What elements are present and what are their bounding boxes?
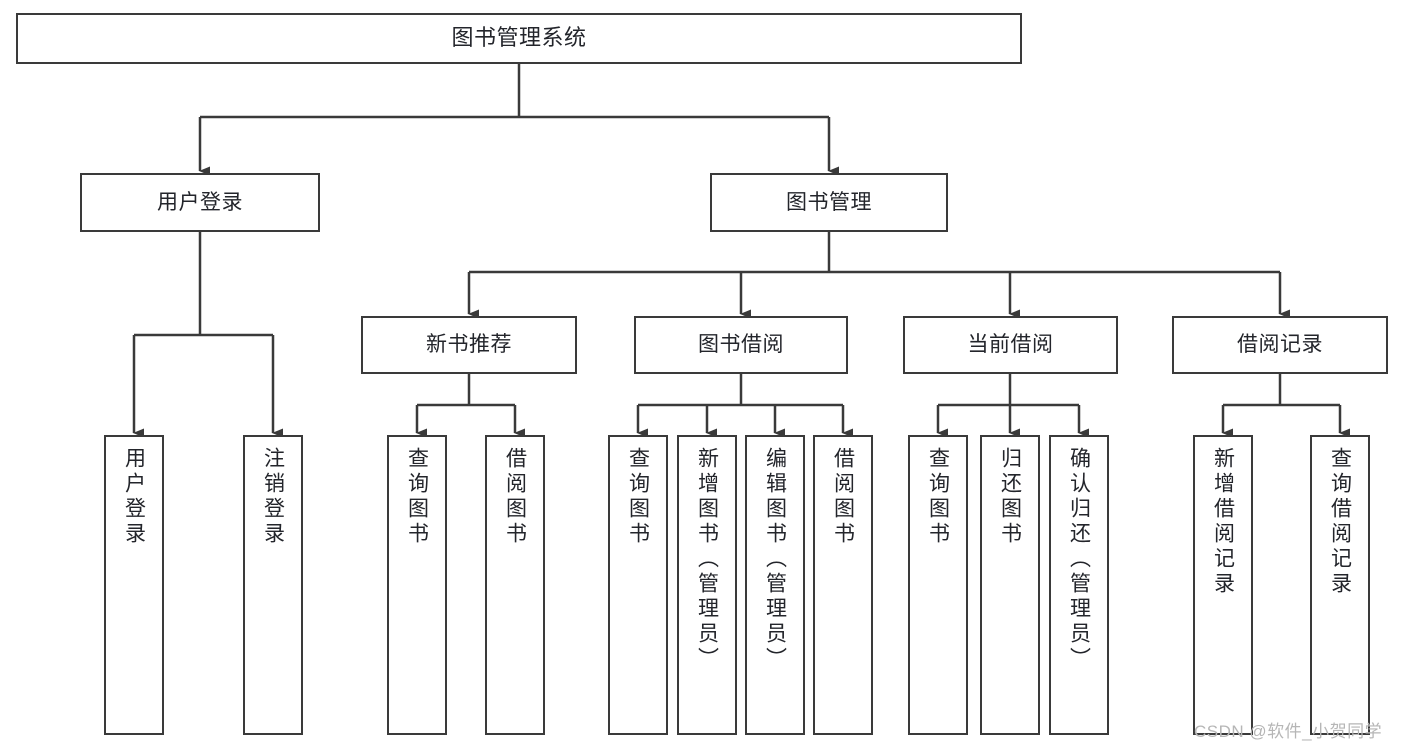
node-leaf-query-book-cur[interactable]: 查询图书 xyxy=(908,435,968,735)
node-leaf-add-book[interactable]: 新增图书（管理员） xyxy=(677,435,737,735)
node-label: 当前借阅 xyxy=(967,333,1054,357)
node-leaf-user-logout[interactable]: 注销登录 xyxy=(243,435,303,735)
node-label: 借阅图书 xyxy=(503,447,527,547)
node-label: 查询借阅记录 xyxy=(1328,447,1352,597)
node-leaf-query-book-rec[interactable]: 查询图书 xyxy=(387,435,447,735)
node-leaf-borrow-book-bor[interactable]: 借阅图书 xyxy=(813,435,873,735)
node-leaf-edit-book[interactable]: 编辑图书（管理员） xyxy=(745,435,805,735)
node-leaf-user-login[interactable]: 用户登录 xyxy=(104,435,164,735)
node-label: 新增借阅记录 xyxy=(1211,447,1235,597)
node-new-book-rec[interactable]: 新书推荐 xyxy=(361,316,577,374)
csdn-watermark: CSDN @软件_小贺同学 xyxy=(1194,722,1383,741)
node-root[interactable]: 图书管理系统 xyxy=(16,13,1022,64)
node-leaf-borrow-book-rec[interactable]: 借阅图书 xyxy=(485,435,545,735)
node-label: 图书借阅 xyxy=(698,333,784,357)
node-label: 图书管理 xyxy=(786,190,872,214)
node-book-borrow[interactable]: 图书借阅 xyxy=(634,316,848,374)
node-label: 用户登录 xyxy=(122,447,146,547)
node-leaf-confirm-return[interactable]: 确认归还（管理员） xyxy=(1049,435,1109,735)
node-leaf-add-record[interactable]: 新增借阅记录 xyxy=(1193,435,1253,735)
node-label: 借阅记录 xyxy=(1237,333,1323,357)
node-current-borrow[interactable]: 当前借阅 xyxy=(903,316,1118,374)
node-label: 新增图书（管理员） xyxy=(695,447,719,672)
node-leaf-query-record[interactable]: 查询借阅记录 xyxy=(1310,435,1370,735)
node-label: 查询图书 xyxy=(926,447,950,547)
node-label: 用户登录 xyxy=(157,190,243,214)
node-label: 查询图书 xyxy=(405,447,429,547)
node-label: 归还图书 xyxy=(998,447,1022,547)
node-borrow-record[interactable]: 借阅记录 xyxy=(1172,316,1388,374)
node-label: 确认归还（管理员） xyxy=(1067,447,1091,672)
node-label: 借阅图书 xyxy=(831,447,855,547)
node-label: 图书管理系统 xyxy=(451,25,587,51)
node-label: 编辑图书（管理员） xyxy=(763,447,787,672)
node-label: 查询图书 xyxy=(626,447,650,547)
node-label: 新书推荐 xyxy=(426,333,512,357)
node-leaf-return-book[interactable]: 归还图书 xyxy=(980,435,1040,735)
node-label: 注销登录 xyxy=(261,447,285,547)
node-user-login[interactable]: 用户登录 xyxy=(80,173,320,232)
node-book-manage[interactable]: 图书管理 xyxy=(710,173,948,232)
edge-paths xyxy=(132,64,1350,438)
node-leaf-query-book-bor[interactable]: 查询图书 xyxy=(608,435,668,735)
